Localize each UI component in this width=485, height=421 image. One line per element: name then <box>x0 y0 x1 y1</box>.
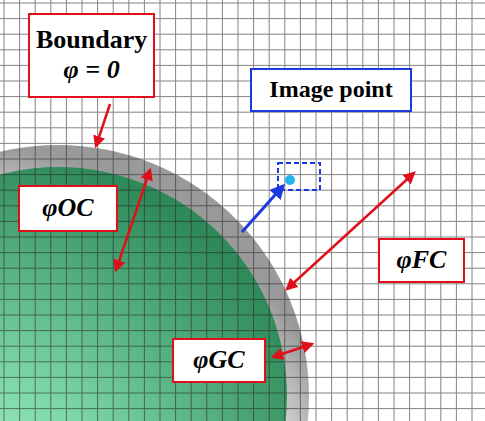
image-cell <box>278 163 320 190</box>
image-point-label: Image point <box>250 68 412 112</box>
gc-arrow <box>273 344 312 357</box>
label-text: Boundary <box>30 25 153 55</box>
label-text: Image point <box>252 76 410 104</box>
label-text: φOC <box>20 193 116 223</box>
image-point-dot <box>285 175 295 185</box>
inner-sphere <box>0 167 287 421</box>
boundary-label: Boundaryφ = 0 <box>28 13 155 98</box>
boundary-leader <box>96 104 110 146</box>
label-text: φGC <box>174 345 264 375</box>
gc-label: φGC <box>172 338 266 383</box>
label-text: φFC <box>380 245 463 275</box>
fc-label: φFC <box>378 238 465 283</box>
oc-label: φOC <box>18 185 118 232</box>
label-text: φ = 0 <box>30 55 153 85</box>
oc-arrow <box>116 170 150 270</box>
image-arrow <box>242 186 283 232</box>
outer-shell <box>0 145 309 421</box>
